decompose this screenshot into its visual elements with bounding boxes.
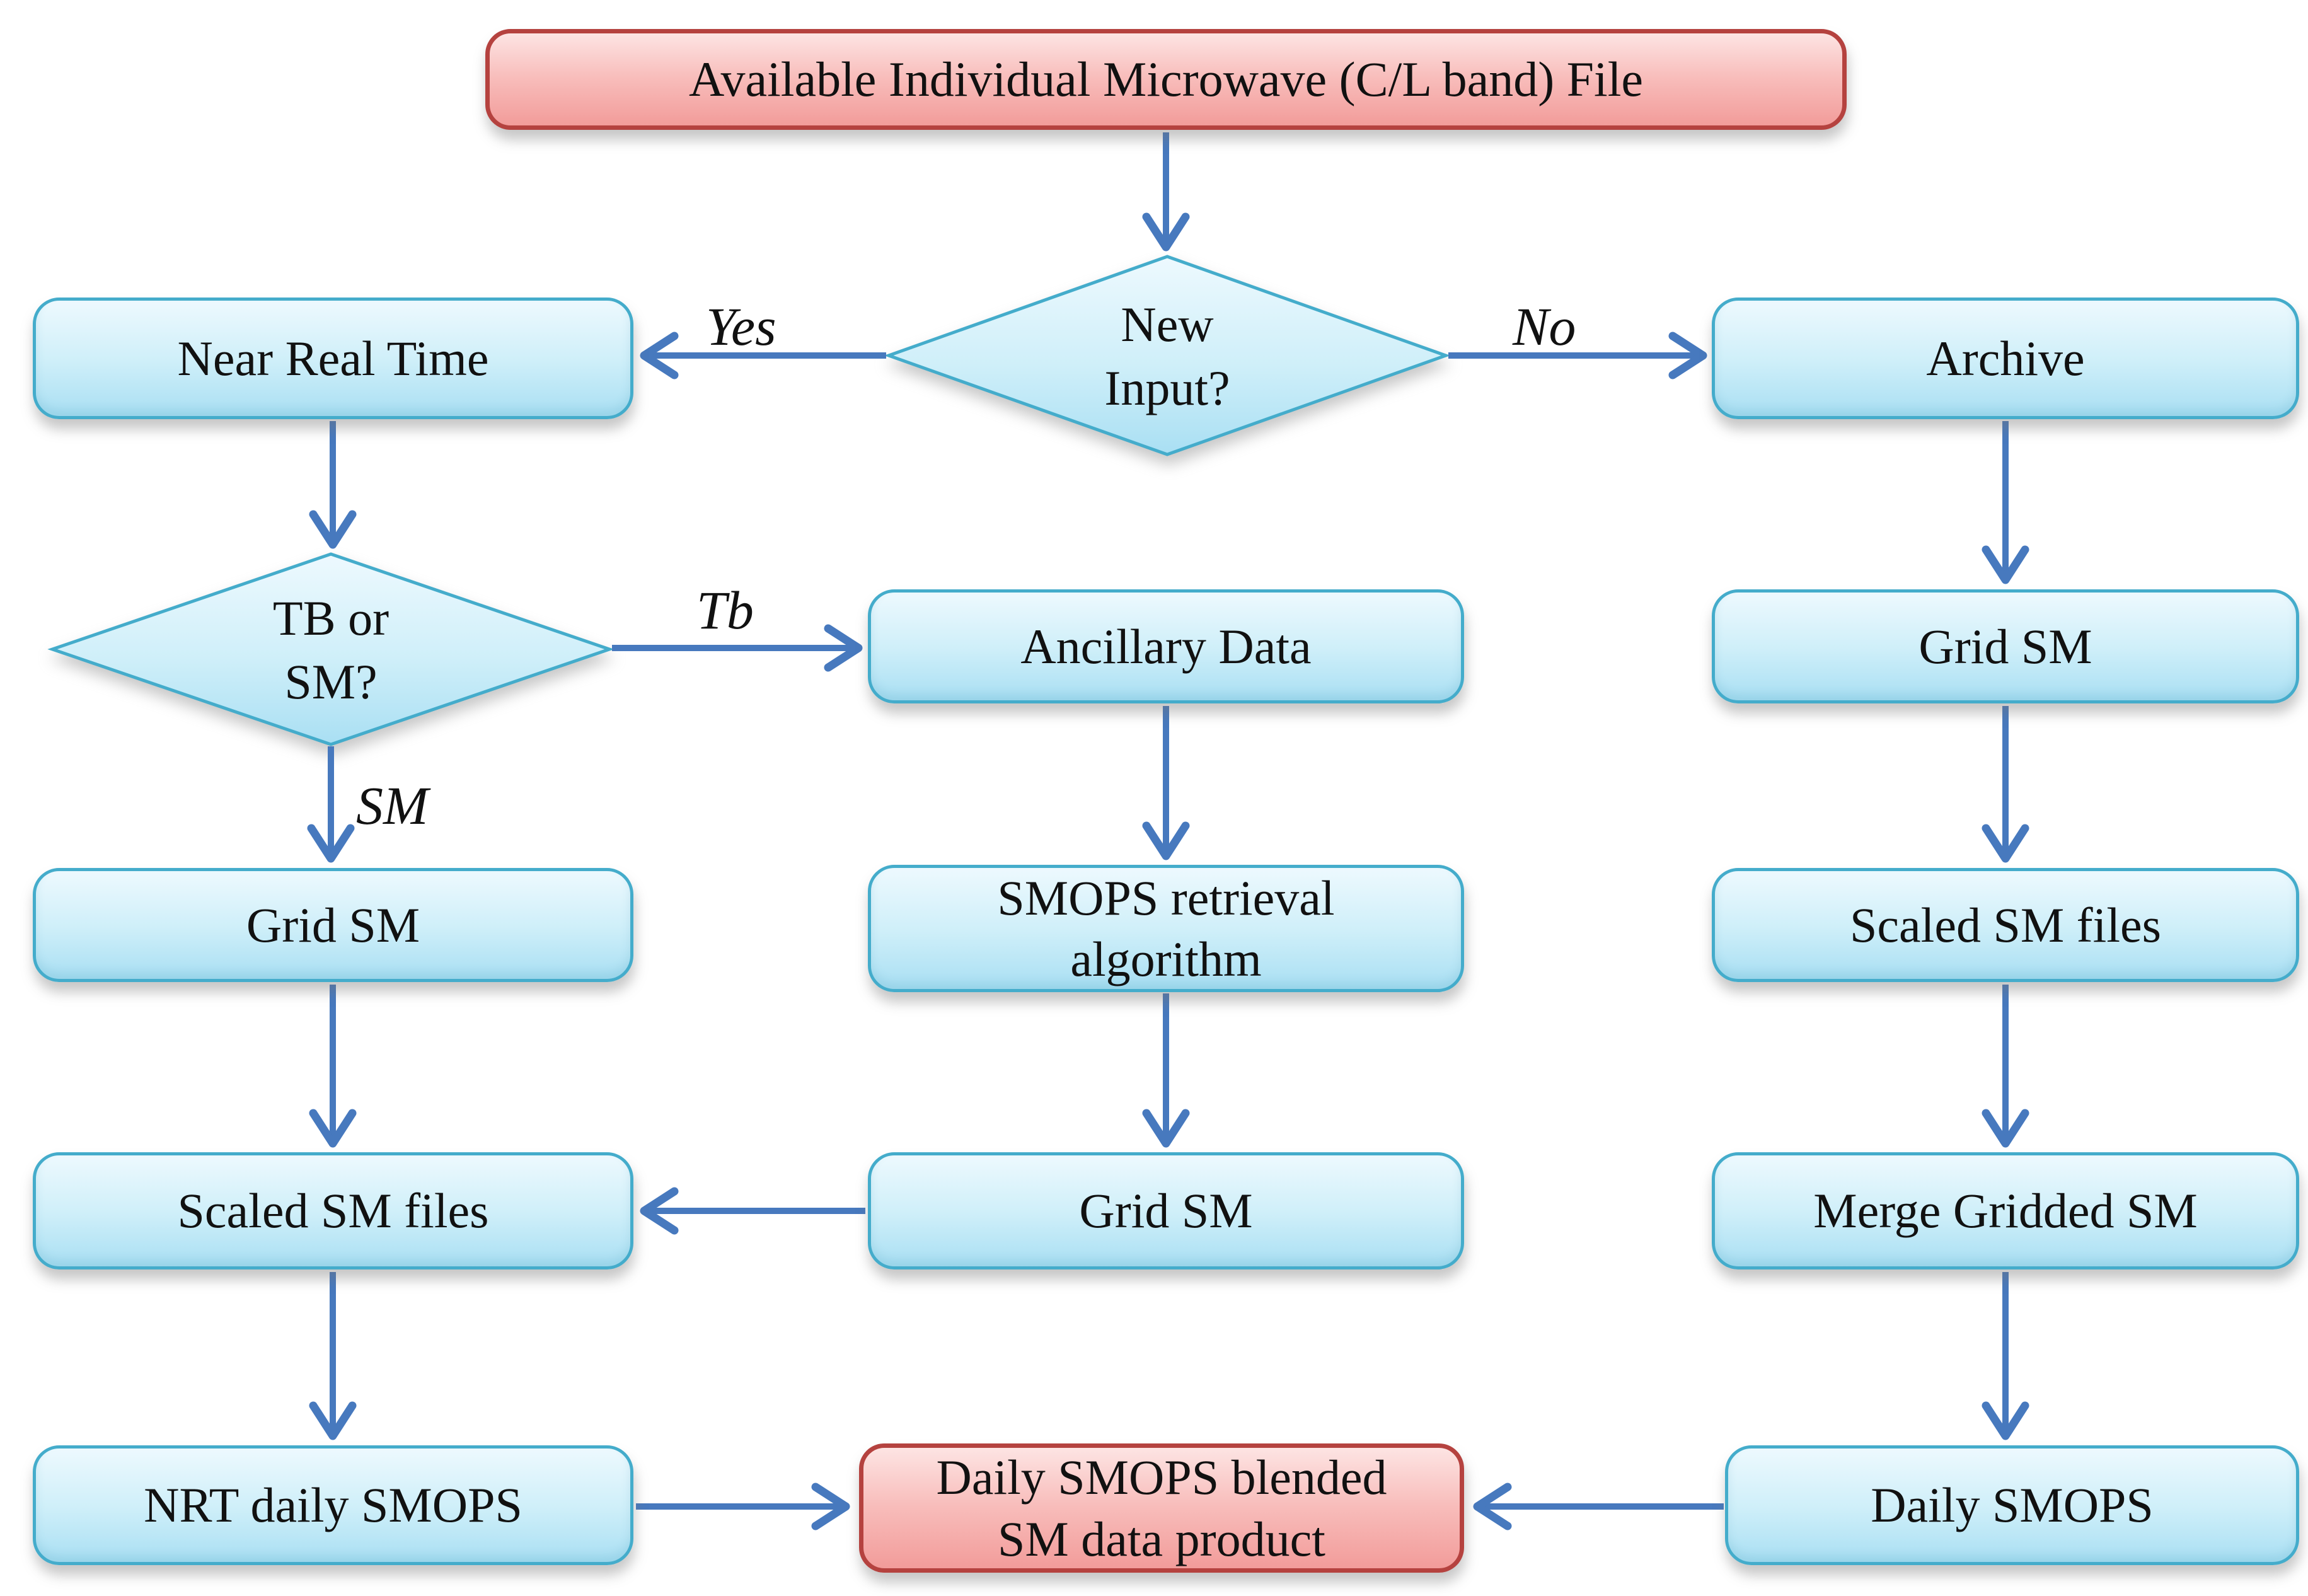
node-smops-retrieval: SMOPS retrieval algorithm — [868, 865, 1464, 992]
node-nrt-daily-smops: NRT daily SMOPS — [33, 1445, 633, 1565]
node-daily-smops-product: Daily SMOPS blended SM data product — [859, 1443, 1464, 1573]
node-label: SMOPS retrieval — [997, 870, 1335, 925]
node-scaled-sm-right: Scaled SM files — [1712, 868, 2299, 982]
node-label: TB or — [272, 590, 389, 645]
node-label: New — [1121, 296, 1214, 352]
node-label: SM data product — [998, 1511, 1325, 1566]
node-label: Scaled SM files — [1850, 897, 2161, 952]
edge-label-yes: Yes — [706, 296, 776, 357]
node-near-real-time: Near Real Time — [33, 298, 633, 419]
node-ancillary-data: Ancillary Data — [868, 589, 1464, 703]
node-label: Available Individual Microwave (C/L band… — [688, 52, 1644, 107]
node-archive: Archive — [1712, 298, 2299, 419]
node-label: Archive — [1926, 330, 2085, 386]
node-label: Grid SM — [1079, 1183, 1253, 1239]
node-new-input: New Input? — [978, 265, 1356, 448]
node-label: SM? — [284, 654, 378, 709]
node-label: Scaled SM files — [177, 1183, 489, 1239]
node-available-file: Available Individual Microwave (C/L band… — [485, 29, 1847, 130]
edge-label-sm: SM — [356, 775, 429, 836]
node-label: Grid SM — [246, 897, 420, 952]
node-label: Merge Gridded SM — [1813, 1183, 2198, 1239]
node-label: Daily SMOPS blended — [936, 1450, 1387, 1505]
node-label: Grid SM — [1919, 618, 2092, 674]
node-grid-sm-right: Grid SM — [1712, 589, 2299, 703]
node-grid-sm-left: Grid SM — [33, 868, 633, 982]
node-label: Ancillary Data — [1020, 618, 1312, 674]
edge-label-tb: Tb — [696, 580, 754, 640]
edge-label-no: No — [1513, 296, 1576, 357]
node-label: algorithm — [1070, 932, 1262, 986]
node-label: Daily SMOPS — [1871, 1477, 2154, 1533]
decision-diamond-tb-or-sm — [47, 552, 615, 746]
node-merge-gridded-sm: Merge Gridded SM — [1712, 1152, 2299, 1269]
node-grid-sm-middle: Grid SM — [868, 1152, 1464, 1269]
node-scaled-sm-left: Scaled SM files — [33, 1152, 633, 1269]
decision-diamond-new-input — [884, 255, 1451, 456]
node-label: Input? — [1104, 361, 1230, 415]
node-daily-smops: Daily SMOPS — [1725, 1445, 2299, 1565]
node-tb-or-sm: TB or SM? — [142, 558, 520, 741]
node-label: Near Real Time — [177, 330, 489, 386]
node-label: NRT daily SMOPS — [144, 1477, 522, 1533]
